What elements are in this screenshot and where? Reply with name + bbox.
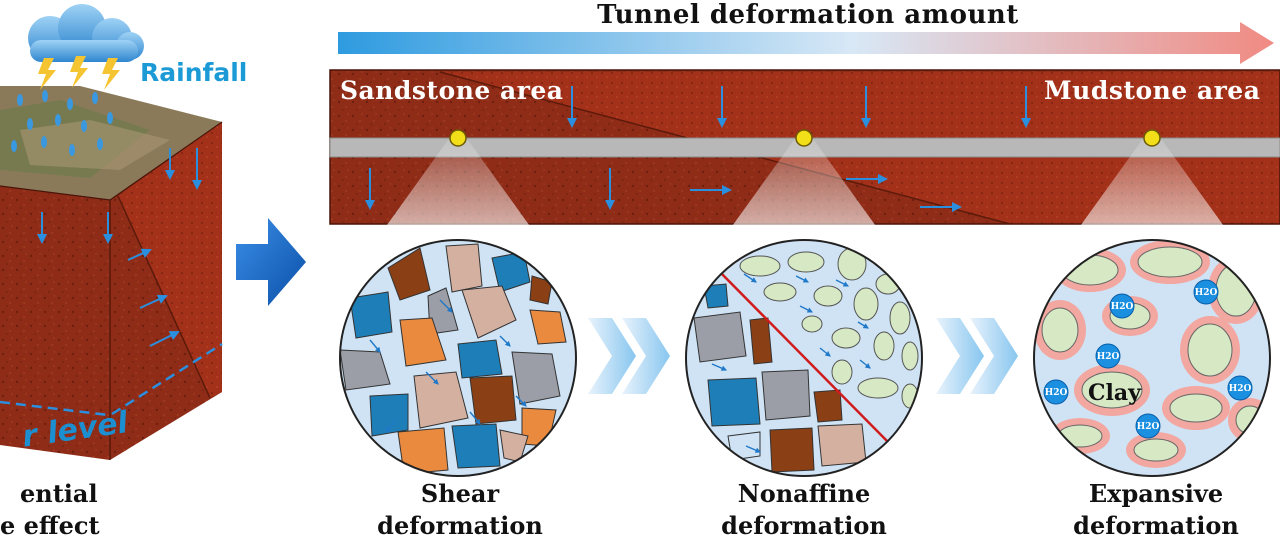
page-title: Tunnel deformation amount: [597, 0, 1019, 30]
left-caption: ential e effect: [0, 478, 160, 542]
cloud-icon: [28, 4, 144, 62]
nonaffine-deformation-circle: [685, 239, 923, 477]
left-caption-line: e effect: [0, 511, 100, 540]
caption-line: deformation: [1073, 511, 1239, 540]
h2o-label: H2O: [1137, 422, 1160, 432]
expansive-caption: Expansive deformation: [1026, 478, 1280, 542]
mudstone-area-label: Mudstone area: [1044, 76, 1261, 105]
h2o-label: H2O: [1195, 288, 1218, 298]
expansive-deformation-circle: H2O H2O H2O H2O H2O H2O: [1033, 239, 1271, 477]
caption-line: deformation: [721, 511, 887, 540]
h2o-label: H2O: [1229, 384, 1252, 394]
sandstone-area-label: Sandstone area: [340, 76, 564, 105]
caption-line: Expansive: [1088, 479, 1224, 508]
chevron-icon: [936, 318, 1018, 394]
water-molecule-icon: [1043, 279, 1253, 439]
clay-label: Clay: [1088, 380, 1141, 406]
rainfall-label: Rainfall: [140, 58, 248, 87]
h2o-label: H2O: [1097, 352, 1120, 362]
process-arrow: [236, 218, 306, 306]
shear-caption: Shear deformation: [330, 478, 590, 542]
caption-line: Nonaffine: [737, 479, 871, 508]
strip-flow-arrows: [365, 86, 1031, 212]
lightning-icon: [38, 56, 120, 90]
water-molecule-labels: H2O H2O H2O H2O H2O H2O: [1045, 288, 1252, 432]
chevron-icon: [588, 318, 670, 394]
magnifier-beams: [356, 140, 1254, 268]
shear-deformation-circle: [339, 239, 577, 477]
nonaffine-caption: Nonaffine deformation: [674, 478, 934, 542]
left-rock-block: [0, 86, 223, 460]
h2o-label: H2O: [1111, 302, 1134, 312]
rain-drops: [11, 90, 113, 156]
left-caption-line: ential: [20, 479, 98, 508]
focus-points: [449, 129, 1161, 147]
deformation-amount-arrow: [338, 22, 1274, 64]
caption-line: Shear: [420, 479, 500, 508]
h2o-label: H2O: [1045, 388, 1068, 398]
caption-line: deformation: [377, 511, 543, 540]
